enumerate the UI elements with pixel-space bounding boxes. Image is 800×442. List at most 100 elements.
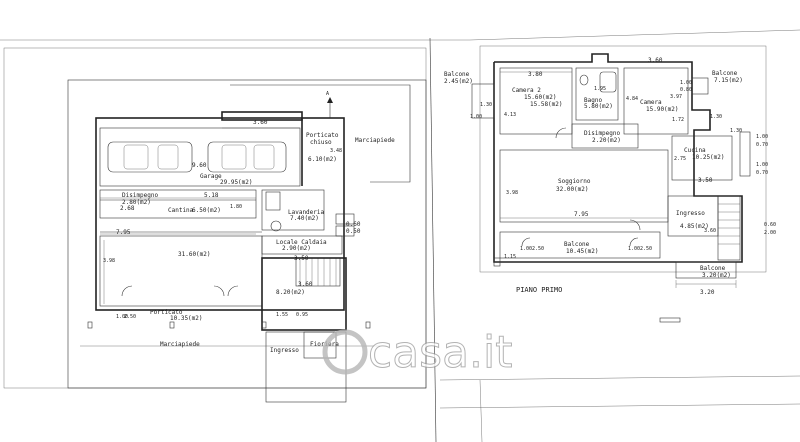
- ground-label: 1.00: [116, 314, 128, 320]
- ground-label: Disimpegno: [122, 192, 159, 199]
- first-label: 2.45(m2): [444, 78, 473, 85]
- first-label: 5.80(m2): [584, 103, 613, 110]
- ground-floor-labels: 3.60 A Porticato chiuso 6.10(m2) 3.48 Ma…: [103, 91, 395, 354]
- ground-label: chiuso: [310, 139, 332, 146]
- first-label: 1.30: [710, 114, 722, 120]
- ground-label: 0.60: [346, 221, 361, 228]
- first-label: 2.50: [640, 246, 652, 252]
- ground-label: 3.50: [294, 255, 309, 262]
- first-label: Cucina: [684, 147, 706, 154]
- first-label: Balcone: [564, 241, 590, 248]
- first-label: 3.50: [698, 177, 713, 184]
- ground-label: 3.60: [253, 119, 268, 126]
- first-label: 15.90(m2): [646, 106, 679, 113]
- ground-label: Lavanderia: [288, 209, 325, 216]
- car-symbol-right: [207, 141, 287, 173]
- first-label: 1.30: [730, 128, 742, 134]
- first-label: Soggiorno: [558, 178, 591, 185]
- ground-label: 5.18: [204, 192, 219, 199]
- first-label: 7.15(m2): [714, 77, 743, 84]
- first-floor-labels: PIANO PRIMO Balcone 2.45(m2) 3.80 1.30 1…: [444, 57, 776, 296]
- ground-label: 1.80: [230, 204, 242, 210]
- first-label: 1.30: [480, 102, 492, 108]
- ground-label: 0.50: [346, 228, 361, 235]
- ground-label: Porticato: [306, 132, 339, 139]
- ground-label: 2.90(m2): [282, 245, 311, 252]
- ground-label: 9.60: [192, 162, 207, 169]
- ground-label: 31.60(m2): [178, 251, 211, 258]
- first-label: 15.58(m2): [530, 101, 563, 108]
- first-label: 2.00: [764, 230, 776, 236]
- first-label: 3.60: [648, 57, 663, 64]
- ground-label: 3.60: [298, 281, 313, 288]
- ground-label: 6.10(m2): [308, 156, 337, 163]
- first-label: 4.85(m2): [680, 223, 709, 230]
- ground-label: 29.95(m2): [220, 179, 253, 186]
- first-label: 0.60: [764, 222, 776, 228]
- first-label: 0.70: [756, 142, 768, 148]
- first-label: 1.00: [628, 246, 640, 252]
- first-floor-title: PIANO PRIMO: [516, 286, 562, 294]
- car-symbol-left: [107, 141, 193, 173]
- ground-label: 6.50(m2): [192, 207, 221, 214]
- ground-label: 8.20(m2): [276, 289, 305, 296]
- first-floor-plan: [471, 45, 767, 323]
- first-label: 2.75: [674, 156, 686, 162]
- first-label: Disimpegno: [584, 130, 621, 137]
- first-label: Balcone: [712, 70, 738, 77]
- first-label: 1.95: [594, 86, 606, 92]
- first-label: 1.00: [756, 134, 768, 140]
- first-label: Ingresso: [676, 210, 705, 217]
- ground-label: 2.80(m2): [122, 199, 151, 206]
- first-label: 2.20(m2): [592, 137, 621, 144]
- ground-floor-plan: [3, 47, 427, 403]
- first-label: 1.15: [504, 254, 516, 260]
- ground-label: 3.98: [103, 258, 115, 264]
- ground-label: Garage: [200, 173, 222, 180]
- ground-label: 2.50: [124, 314, 136, 320]
- casa-it-watermark: casa.it: [322, 327, 513, 379]
- first-label: 1.00: [520, 246, 532, 252]
- ground-label: 2.68: [120, 205, 135, 212]
- ground-label: Marciapiede: [160, 341, 200, 348]
- first-label: 7.95: [574, 211, 589, 218]
- first-label: 4.13: [504, 112, 516, 118]
- first-label: 10.45(m2): [566, 248, 599, 255]
- sheet-border: [0, 29, 800, 442]
- first-label: 3.97: [670, 94, 682, 100]
- staircase-symbol-upper: [717, 195, 741, 261]
- ground-label: 7.95: [116, 229, 131, 236]
- first-label: 32.00(m2): [556, 186, 589, 193]
- first-label: Camera 2: [512, 87, 541, 94]
- first-label: 15.60(m2): [524, 94, 557, 101]
- watermark-text: casa.it: [368, 327, 513, 378]
- ground-label: Marciapiede: [355, 137, 395, 144]
- ground-label: 10.35(m2): [170, 315, 203, 322]
- first-label: Bagno: [584, 97, 602, 104]
- first-label: 0.80: [680, 87, 692, 93]
- ground-label: Porticato: [150, 309, 183, 316]
- ground-label: 3.48: [330, 148, 342, 154]
- first-label: 0.70: [756, 170, 768, 176]
- first-label: 1.72: [672, 117, 684, 123]
- ground-label: Ingresso: [270, 347, 299, 354]
- first-label: 4.84: [626, 96, 638, 102]
- first-label: 3.20(m2): [702, 272, 731, 279]
- first-label: 3.80: [528, 71, 543, 78]
- ground-label: 0.95: [296, 312, 308, 318]
- ground-label: 7.40(m2): [290, 215, 319, 222]
- ground-label: Locale Caldaia: [276, 239, 327, 246]
- first-label: Camera: [640, 99, 662, 106]
- first-label: 10.25(m2): [692, 154, 725, 161]
- first-label: 1.00: [680, 80, 692, 86]
- first-label: 3.60: [704, 228, 716, 234]
- ground-label: Cantina: [168, 207, 194, 214]
- first-label: 3.20: [700, 289, 715, 296]
- first-label: 1.00: [756, 162, 768, 168]
- first-label: Balcone: [700, 265, 726, 272]
- ground-label: 1.55: [276, 312, 288, 318]
- ground-label: A: [326, 91, 329, 97]
- first-label: 1.00: [470, 114, 482, 120]
- first-label: Balcone: [444, 71, 470, 78]
